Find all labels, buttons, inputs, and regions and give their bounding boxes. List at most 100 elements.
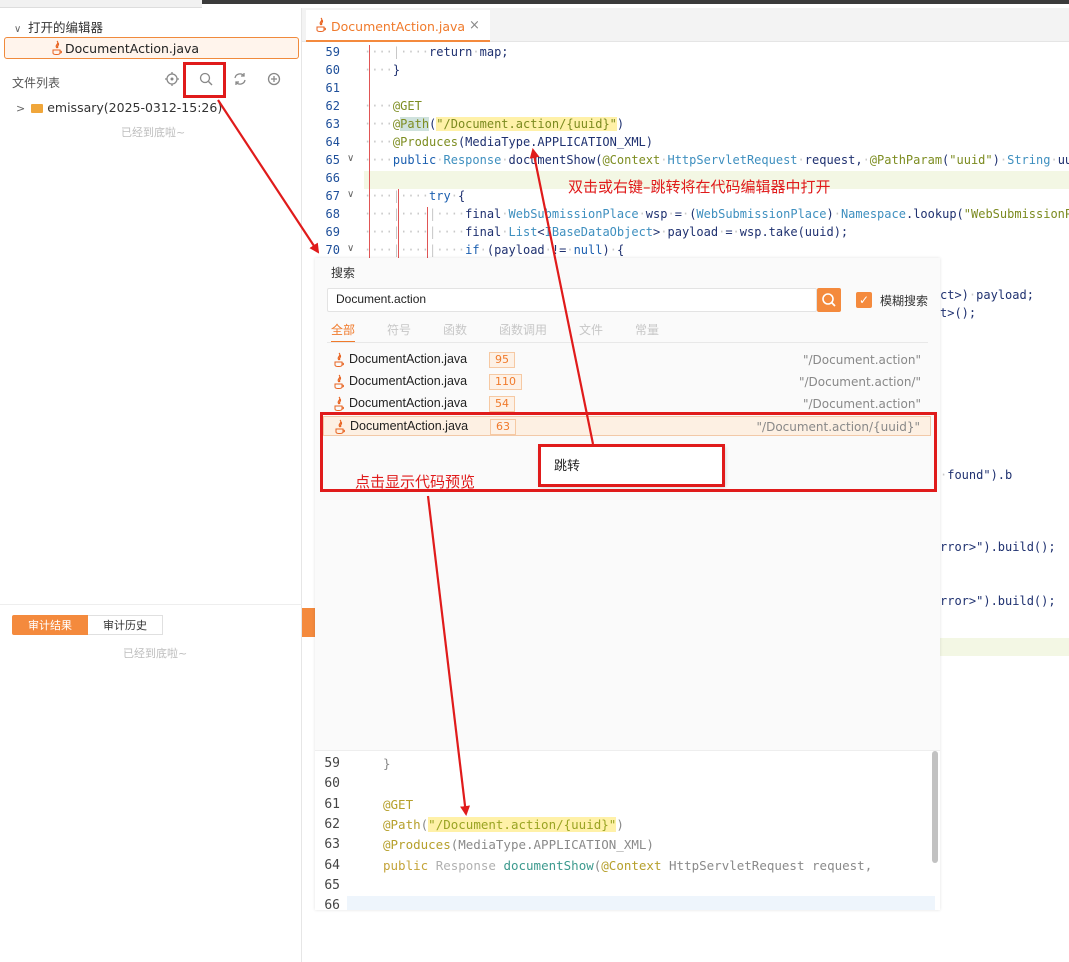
result-file-name: DocumentAction.java [349, 396, 468, 410]
fuzzy-search-label: 模糊搜索 [880, 294, 929, 308]
fuzzy-search-checkbox[interactable]: ✓ [856, 292, 872, 308]
result-file-name: DocumentAction.java [349, 374, 468, 388]
preview-code-line: @Produces(MediaType.APPLICATION_XML) [383, 837, 654, 853]
line-number: 65 [325, 153, 340, 167]
code-line[interactable]: ····@GET [364, 99, 422, 113]
code-fragment: ct>)·payload; [940, 288, 1034, 302]
folder-icon [31, 104, 44, 113]
tab-function-call[interactable]: 函数调用 [499, 323, 548, 337]
result-line-badge: 95 [489, 352, 515, 368]
tab-audit-results[interactable]: 审计结果 [12, 615, 88, 635]
code-fragment: ·found").b [940, 468, 1013, 482]
line-number: 63 [325, 117, 340, 131]
tab-function[interactable]: 函数 [443, 323, 468, 337]
panel-resize-handle[interactable] [302, 608, 315, 637]
preview-scrollbar[interactable] [932, 751, 938, 863]
preview-code-line: public Response documentShow(@Context Ht… [383, 857, 873, 873]
java-file-icon [315, 17, 327, 36]
file-list-end-message: 已经到底啦~ [121, 126, 186, 139]
search-input[interactable]: Document.action [327, 288, 817, 312]
preview-line-number: 62 [324, 816, 340, 832]
opened-file-label: DocumentAction.java [65, 41, 200, 56]
tree-root-item[interactable]: >emissary(2025-0312-15:26) [16, 100, 222, 115]
code-line[interactable]: ····|····return·map; [364, 45, 509, 59]
context-menu: 跳转 [540, 446, 725, 486]
preview-code-line: @Path("/Document.action/{uuid}") [383, 816, 624, 832]
annotation-box-result [320, 412, 937, 492]
code-preview[interactable]: 59} 60 61 @GET 62 @Path("/Document.action/{uu… [315, 750, 940, 914]
line-number: 59 [325, 45, 340, 59]
refresh-icon[interactable] [230, 71, 250, 91]
fold-chevron-icon[interactable]: ∨ [347, 189, 355, 200]
locate-icon[interactable] [162, 71, 182, 91]
annotation-jump-hint: 双击或右键–跳转将在代码编辑器中打开 [568, 178, 831, 196]
result-file-name: DocumentAction.java [349, 352, 468, 366]
search-panel-title: 搜索 [331, 266, 356, 280]
code-line[interactable]: ····} [364, 63, 401, 77]
preview-line-number: 63 [324, 837, 340, 853]
code-line[interactable]: ····@Path("/Document.action/{uuid}") [364, 117, 625, 131]
java-file-icon [333, 352, 345, 371]
preview-code-line: @GET [383, 796, 414, 812]
tab-constant[interactable]: 常量 [635, 323, 660, 337]
context-menu-jump[interactable]: 跳转 [554, 459, 581, 474]
code-line[interactable]: ····|····|····final·WebSubmissionPlace·w… [364, 207, 1069, 221]
code-fragment: rror>").build(); [940, 540, 1056, 554]
line-number: 69 [325, 225, 340, 239]
code-line[interactable]: ····public·Response·documentShow(@Contex… [364, 153, 1069, 167]
line-number: 68 [325, 207, 340, 221]
java-file-icon [333, 374, 345, 393]
code-fragment: rror>").build(); [940, 594, 1056, 608]
search-icon[interactable] [196, 71, 216, 91]
tab-all[interactable]: 全部 [331, 323, 356, 337]
fold-chevron-icon[interactable]: ∨ [347, 243, 355, 254]
close-icon[interactable]: × [469, 18, 480, 33]
code-line[interactable]: ····|····|····if·(payload·!=·null)·{ [364, 243, 625, 257]
line-number: 61 [325, 81, 340, 95]
window-top-bar [0, 0, 1069, 4]
fold-chevron-icon[interactable]: ∨ [347, 153, 355, 164]
opened-editors-title: 打开的编辑器 [28, 20, 104, 35]
tab-audit-history[interactable]: 审计历史 [88, 615, 163, 635]
preview-line-number: 61 [324, 796, 340, 812]
add-circle-icon[interactable] [264, 71, 284, 91]
code-line[interactable]: ····|····try·{ [364, 189, 466, 203]
line-number: 67 [325, 189, 340, 203]
result-match-text: "/Document.action" [802, 397, 921, 411]
line-number: 66 [325, 171, 340, 185]
preview-line-number: 60 [324, 776, 340, 792]
annotation-preview-hint: 点击显示代码预览 [355, 473, 476, 491]
preview-code-line: } [383, 756, 391, 771]
line-number: 62 [325, 99, 340, 113]
search-icon [822, 293, 836, 307]
preview-current-line [347, 896, 935, 910]
result-match-text: "/Document.action/{uuid}" [756, 420, 920, 434]
preview-line-number: 66 [324, 898, 340, 914]
indent-guide [427, 207, 428, 261]
sidebar-tab-strip [0, 0, 202, 8]
code-line[interactable]: ····|····|····final·List<IBaseDataObject… [364, 225, 849, 239]
code-fragment: t>(); [940, 306, 977, 320]
code-line[interactable]: ····@Produces(MediaType.APPLICATION_XML) [364, 135, 654, 149]
search-button[interactable] [817, 288, 841, 312]
file-list-title: 文件列表 [12, 76, 61, 90]
opened-editors-header[interactable]: ∨打开的编辑器 [14, 17, 103, 36]
result-line-badge: 63 [490, 419, 516, 435]
result-file-name: DocumentAction.java [350, 419, 469, 433]
search-separator [327, 342, 928, 343]
editor-tab-label: DocumentAction.java [331, 19, 466, 34]
editor-tab-bar: DocumentAction.java × [302, 8, 1069, 42]
indent-guide [369, 45, 370, 261]
line-number: 64 [325, 135, 340, 149]
tab-file[interactable]: 文件 [579, 323, 604, 337]
preview-line-number: 59 [324, 756, 340, 771]
editor-tab-documentaction[interactable]: DocumentAction.java × [306, 10, 490, 42]
check-icon: ✓ [858, 293, 870, 307]
search-result-row[interactable]: DocumentAction.java 63 "/Document.action/{… [323, 416, 931, 436]
opened-file-item[interactable]: DocumentAction.java [4, 37, 299, 59]
line-highlight-strip [940, 638, 1069, 656]
tab-symbol[interactable]: 符号 [387, 323, 412, 337]
